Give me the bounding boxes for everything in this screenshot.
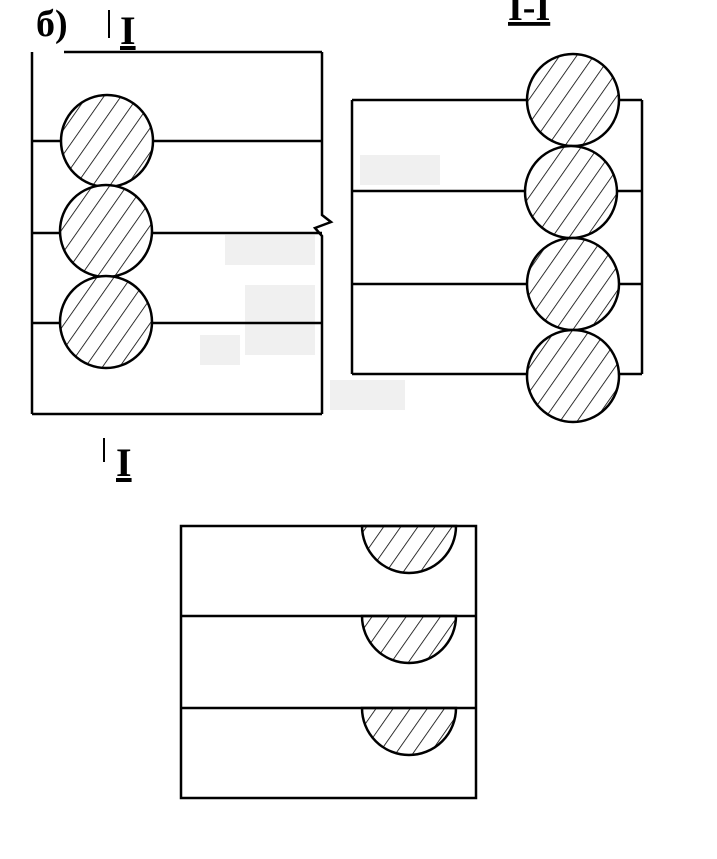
section-view-rod-2 — [523, 144, 619, 240]
section-mark-top: I — [108, 8, 136, 53]
section-mark-bottom: I — [103, 438, 132, 485]
front-view-right-edge — [312, 52, 334, 414]
bottom-view-half-rod-2 — [360, 614, 458, 665]
bottom-view-half-rod-1 — [360, 524, 458, 575]
section-view-rod-1 — [525, 52, 621, 148]
front-view — [30, 50, 334, 416]
section-mark-top-label: I — [120, 8, 136, 53]
front-view-rod-3 — [58, 274, 154, 370]
bottom-view-half-rod-3 — [360, 706, 458, 757]
bottom-view — [179, 524, 478, 800]
bottom-view-frame — [179, 524, 478, 800]
section-view-rod-3 — [525, 236, 621, 332]
scan-smudges — [200, 155, 440, 410]
section-title: I-I — [508, 0, 550, 29]
front-view-rod-1 — [59, 93, 155, 189]
variant-label: б) — [36, 3, 68, 45]
section-mark-bottom-label: I — [116, 440, 132, 485]
section-view — [350, 52, 644, 424]
front-view-rod-2 — [58, 183, 154, 279]
section-view-rod-4 — [525, 328, 621, 424]
